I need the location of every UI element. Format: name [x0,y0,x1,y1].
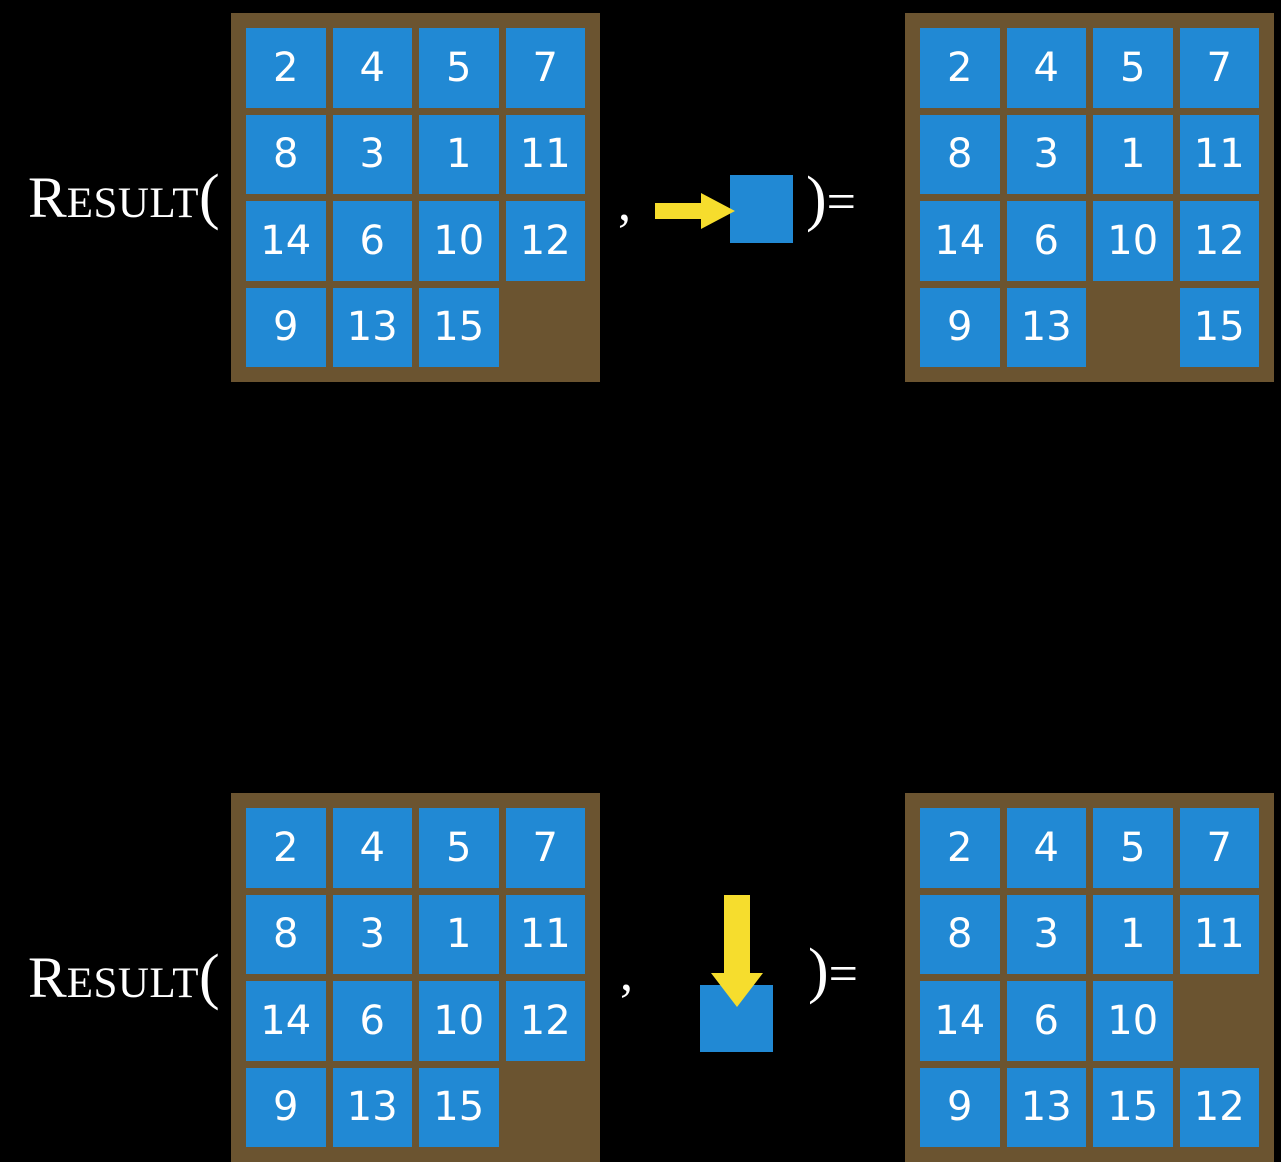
tile[interactable]: 2 [246,28,326,108]
tile[interactable]: 3 [332,114,412,194]
tile[interactable]: 10 [419,201,499,281]
result-label-smallcaps: ESULT [66,960,200,1007]
tile[interactable]: 2 [920,28,1000,108]
tile[interactable]: 8 [920,894,1000,974]
tile[interactable]: 9 [920,287,1000,367]
tile[interactable]: 12 [1179,201,1259,281]
tile[interactable]: 1 [419,114,499,194]
tile[interactable]: 11 [1179,114,1259,194]
tile[interactable]: 3 [1006,894,1086,974]
equation-closer-row-1: )= [806,168,856,230]
result-label-smallcaps: ESULT [66,180,200,227]
tile[interactable]: 9 [246,1067,326,1147]
tile[interactable]: 4 [332,808,412,888]
blank-tile [506,288,586,368]
argument-separator-row-1: , [618,175,631,232]
tile[interactable]: 5 [419,28,499,108]
argument-separator-row-2: , [620,945,633,1002]
tile[interactable]: 6 [332,201,412,281]
input-board-row-1: 2 4 5 7 8 3 1 11 14 6 10 12 9 13 15 [231,13,600,382]
result-label-capital: R [28,945,67,1010]
close-paren-row-2: ) [808,937,829,1005]
output-board-row-2: 2 4 5 7 8 3 1 11 14 6 10 9 13 15 12 [905,793,1274,1162]
tile[interactable]: 4 [1006,808,1086,888]
tile[interactable]: 1 [1093,114,1173,194]
result-function-label-row-1: RESULT( [28,166,220,228]
equation-closer-row-2: )= [808,940,858,1002]
tile[interactable]: 14 [246,981,326,1061]
tile[interactable]: 7 [1179,28,1259,108]
result-label-capital: R [28,165,67,230]
tile[interactable]: 12 [505,981,585,1061]
tile[interactable]: 5 [419,808,499,888]
tile[interactable]: 10 [1093,981,1173,1061]
move-argument-row-1 [655,175,805,255]
tile[interactable]: 9 [920,1067,1000,1147]
tile[interactable]: 10 [1093,201,1173,281]
tile[interactable]: 7 [505,28,585,108]
tile[interactable]: 11 [1179,894,1259,974]
tile[interactable]: 13 [332,1067,412,1147]
arrow-down-icon [711,895,763,1007]
tile[interactable]: 8 [246,894,326,974]
tile[interactable]: 12 [505,201,585,281]
tile[interactable]: 10 [419,981,499,1061]
blank-tile-square-icon [730,175,793,243]
open-paren-row-1: ( [199,163,220,231]
tile[interactable]: 3 [332,894,412,974]
tile[interactable]: 2 [920,808,1000,888]
tile[interactable]: 8 [920,114,1000,194]
blank-tile [1180,981,1260,1061]
tile[interactable]: 12 [1179,1067,1259,1147]
tile[interactable]: 1 [1093,894,1173,974]
tile[interactable]: 13 [1006,287,1086,367]
tile[interactable]: 15 [419,287,499,367]
tile[interactable]: 15 [1093,1067,1173,1147]
tile[interactable]: 6 [1006,981,1086,1061]
tile[interactable]: 11 [505,894,585,974]
tile[interactable]: 1 [419,894,499,974]
tile[interactable]: 14 [920,981,1000,1061]
tile[interactable]: 15 [1179,287,1259,367]
tile[interactable]: 8 [246,114,326,194]
blank-tile [506,1068,586,1148]
tile[interactable]: 9 [246,287,326,367]
input-board-row-2: 2 4 5 7 8 3 1 11 14 6 10 12 9 13 15 [231,793,600,1162]
tile[interactable]: 15 [419,1067,499,1147]
close-paren-row-1: ) [806,165,827,233]
equation-row-2: RESULT( 2 4 5 7 8 3 1 11 14 6 10 12 9 13… [0,390,1281,1162]
equals-sign-row-2: = [828,946,858,1003]
tile[interactable]: 11 [505,114,585,194]
tile[interactable]: 6 [1006,201,1086,281]
tile[interactable]: 14 [246,201,326,281]
tile[interactable]: 5 [1093,28,1173,108]
tile[interactable]: 14 [920,201,1000,281]
tile[interactable]: 7 [1179,808,1259,888]
tile[interactable]: 7 [505,808,585,888]
tile[interactable]: 5 [1093,808,1173,888]
open-paren-row-2: ( [199,943,220,1011]
arrow-right-icon [655,193,735,229]
tile[interactable]: 4 [332,28,412,108]
equals-sign-row-1: = [826,174,856,231]
tile[interactable]: 13 [332,287,412,367]
tile[interactable]: 3 [1006,114,1086,194]
tile[interactable]: 6 [332,981,412,1061]
tile[interactable]: 2 [246,808,326,888]
equation-row-1: RESULT( 2 4 5 7 8 3 1 11 14 6 10 12 9 13… [0,0,1281,392]
output-board-row-1: 2 4 5 7 8 3 1 11 14 6 10 12 9 13 15 [905,13,1274,382]
tile[interactable]: 4 [1006,28,1086,108]
result-function-label-row-2: RESULT( [28,946,220,1008]
blank-tile [1093,288,1173,368]
tile[interactable]: 13 [1006,1067,1086,1147]
